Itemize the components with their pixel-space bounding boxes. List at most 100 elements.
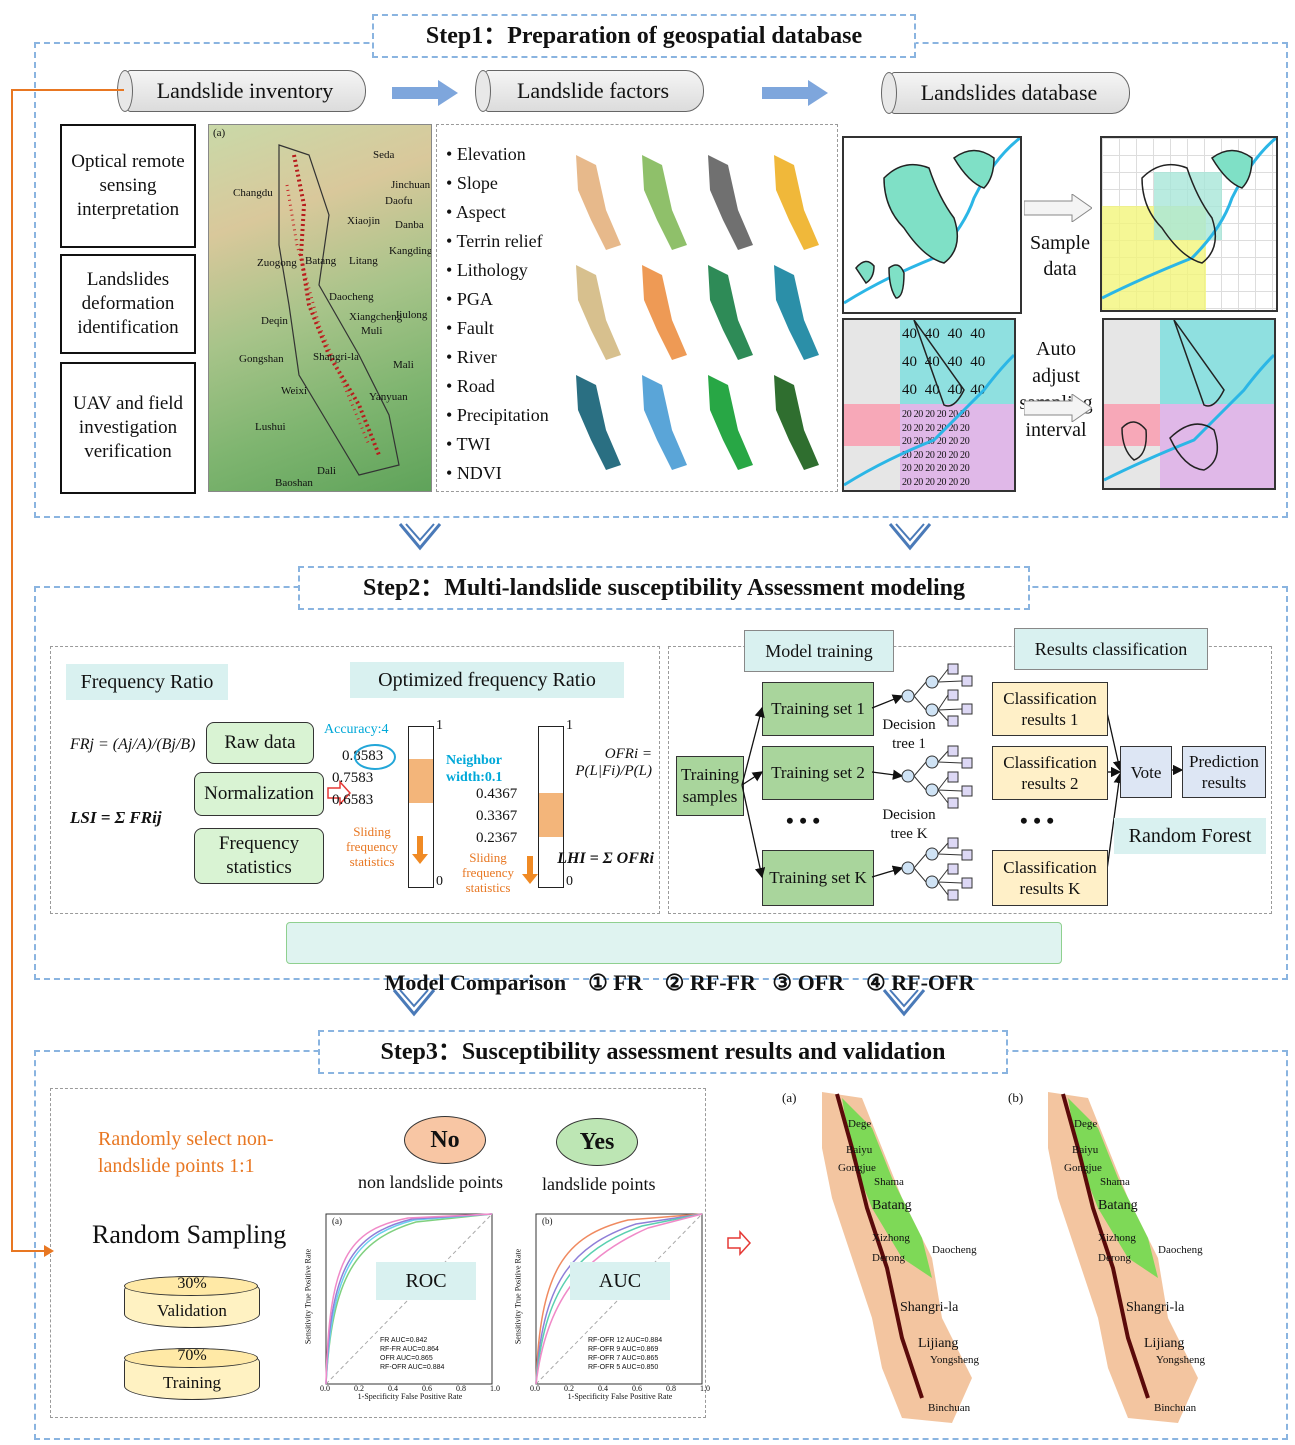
legend-entry: RF-OFR 9 AUC=0.869 <box>588 1346 659 1353</box>
inventory-cylinder: Landslide inventory <box>117 70 366 112</box>
grid-value: 20 <box>948 409 958 420</box>
landslide-schematic-svg <box>1101 136 1277 310</box>
validation-pct: 30% <box>177 1275 207 1292</box>
grid-value: 20 <box>936 422 947 434</box>
feedback-connector-svg <box>11 89 60 1257</box>
grid-value: 20 <box>948 422 958 434</box>
scale-top-label: 1 <box>436 718 443 733</box>
map-label: Daocheng <box>329 291 374 303</box>
grid-overlay-svg <box>844 320 1014 487</box>
accuracy-circle <box>354 744 396 770</box>
place-label: Binchuan <box>1154 1402 1197 1414</box>
susceptibility-map-svg <box>822 1092 972 1423</box>
inventory-map-svg <box>278 144 400 476</box>
grid-value: 20 <box>960 449 970 461</box>
auc-label: AUC <box>570 1262 670 1300</box>
training-set-box: Training set 2 <box>762 746 874 800</box>
factor-label: NDVI <box>456 463 502 483</box>
tick-label: 0.8 <box>456 1384 466 1393</box>
arrow-right-icon <box>1023 393 1093 423</box>
landslide-points-label: landslide points <box>542 1174 656 1194</box>
chevron-down-icon <box>882 986 926 1027</box>
map-label: Changdu <box>233 187 273 199</box>
arrow-right-icon <box>1023 193 1093 223</box>
grid-value: 20 <box>936 449 947 461</box>
scale-fill <box>539 793 563 837</box>
no-bubble: No <box>404 1116 486 1164</box>
grid-value: 20 <box>960 422 970 434</box>
factor-item: • TWI <box>446 434 491 454</box>
scale-bottom-label: 0 <box>566 874 573 889</box>
factor-label: PGA <box>456 289 493 309</box>
grid-value: 20 <box>913 422 924 434</box>
place-label: Binchuan <box>928 1402 971 1414</box>
method-label: Landslides deformation identification <box>77 269 179 338</box>
grid-value: 20 <box>913 436 924 447</box>
place-label: Baiyu <box>846 1144 873 1156</box>
method-deformation-box: Landslides deformation identification <box>60 254 196 354</box>
map-label: Seda <box>373 149 395 161</box>
grid-value: 20 <box>902 436 912 447</box>
place-label: Derong <box>1098 1252 1131 1264</box>
grid-value: 20 <box>960 409 970 420</box>
grid-value: 40 <box>970 354 986 370</box>
chevron-down-icon <box>888 520 932 561</box>
factor-item: • PGA <box>446 289 493 309</box>
map-label: Mali <box>393 359 414 371</box>
map-label: Xiangcheng <box>349 311 403 323</box>
adjusted-grid <box>1102 318 1276 490</box>
grid-value: 20 <box>913 409 924 420</box>
susceptibility-map-a: (a) Dege Baiyu Gongjue Shama Batang Xizh… <box>782 1088 1002 1428</box>
ellipsis: • • • <box>1020 808 1055 833</box>
raw-data-box: Raw data <box>206 722 314 764</box>
random-select-label: Randomly select non-landslide points 1:1 <box>98 1128 274 1177</box>
grid-value: 20 <box>936 436 947 447</box>
map-label: Kangding <box>389 245 432 257</box>
grid-20-row: 20 20 20 20 20 20 <box>902 408 1014 422</box>
sliding-label: Sliding frequency statistics <box>454 850 522 895</box>
roc-label: ROC <box>376 1262 476 1300</box>
step3-title: Step3：Susceptibility assessment results … <box>318 1030 1008 1074</box>
grid-value: 20 <box>913 463 924 474</box>
grid-value: 20 <box>948 449 958 461</box>
factor-maps-grid <box>566 150 830 480</box>
method-label: UAV and field investigation verification <box>72 393 184 462</box>
grid-value: 20 <box>925 449 935 461</box>
roc-tag: (a) <box>332 1216 342 1226</box>
grid-value: 20 <box>902 463 912 474</box>
legend-entry: FR AUC=0.842 <box>380 1337 428 1344</box>
factor-item: • NDVI <box>446 463 502 483</box>
sliding-text: Sliding frequency statistics <box>462 850 514 895</box>
factor-item: • Road <box>446 376 495 396</box>
step2-title: Step2：Multi-landslide susceptibility Ass… <box>298 566 1030 610</box>
scale-value: 0.3367 <box>476 808 518 824</box>
grid-value: 40 <box>902 354 917 370</box>
factor-label: Slope <box>456 173 498 193</box>
place-label: Dege <box>848 1118 872 1130</box>
grid-value: 20 <box>925 409 935 420</box>
grid-20-row: 20 20 20 20 20 20 <box>902 476 1014 490</box>
grid-value: 20 <box>960 476 970 488</box>
sliding-text: Sliding frequency statistics <box>346 824 398 869</box>
grid-value: 40 <box>947 326 963 342</box>
arrow-right-icon <box>392 80 458 106</box>
tick-label: 0.2 <box>564 1384 574 1393</box>
x-axis-title: 1-Specificity False Positive Rate <box>567 1392 673 1401</box>
grid-value: 20 <box>960 436 970 447</box>
factor-list: • Elevation • Slope • Aspect • Terrin re… <box>446 140 566 488</box>
map-label: Gongshan <box>239 353 284 365</box>
auto-adjust-label: Auto adjust sampling interval <box>1014 336 1098 444</box>
landslide-schematic-svg <box>843 136 1021 305</box>
tick-label: 0.4 <box>388 1384 398 1393</box>
grid-value: 20 <box>925 463 935 474</box>
ofr-title: Optimized frequency Ratio <box>350 662 624 698</box>
map-label: Weixi <box>281 385 307 397</box>
grid-value: 20 <box>913 476 924 488</box>
map-label: Deqin <box>261 315 288 327</box>
database-cylinder: Landslides database <box>881 72 1130 114</box>
landslide-schematic-2 <box>1100 136 1278 312</box>
classification-box: Classification results K <box>992 850 1108 906</box>
arrow-right-icon <box>762 80 828 106</box>
factor-label: Aspect <box>455 202 506 222</box>
